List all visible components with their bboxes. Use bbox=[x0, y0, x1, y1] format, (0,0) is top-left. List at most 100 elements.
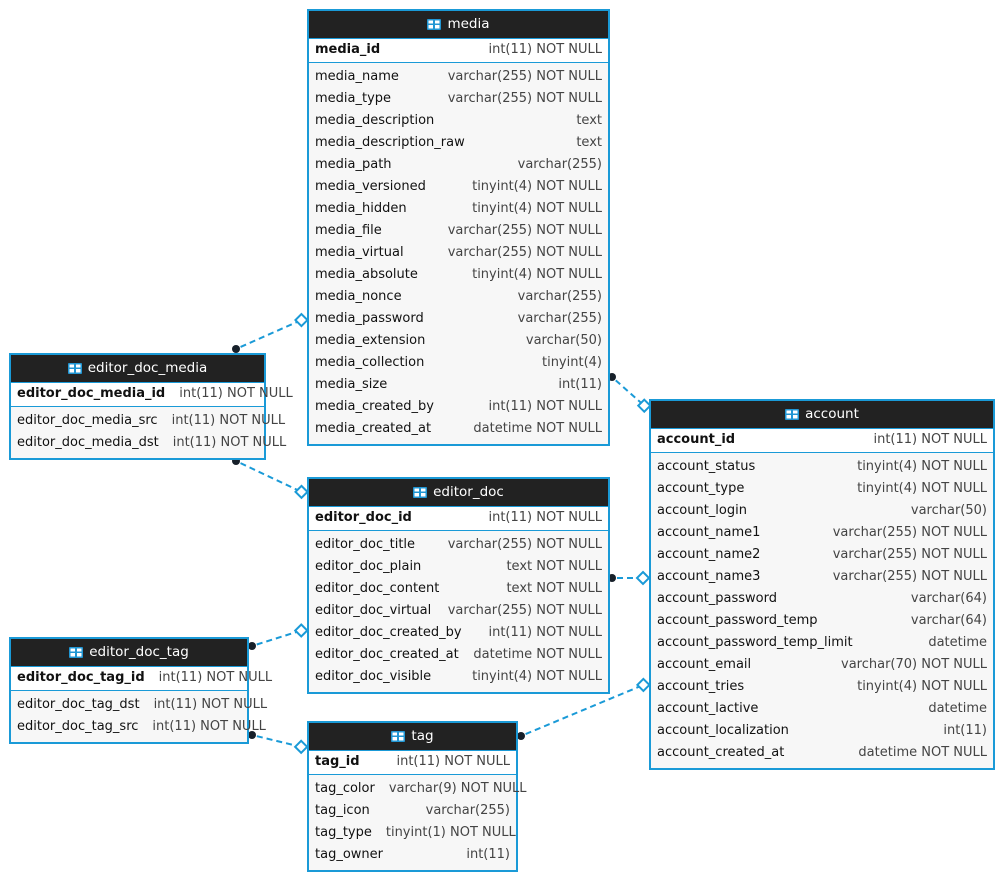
field-name: tag_owner bbox=[315, 847, 383, 862]
field-name: media_nonce bbox=[315, 289, 402, 304]
field-name: account_email bbox=[657, 657, 752, 672]
field-type: text NOT NULL bbox=[506, 581, 602, 596]
field-type: datetime NOT NULL bbox=[858, 745, 987, 760]
entity-title: tag bbox=[411, 728, 434, 744]
field-type: tinyint(4) NOT NULL bbox=[857, 679, 987, 694]
field-name: editor_doc_tag_src bbox=[17, 719, 139, 734]
field-name: account_password bbox=[657, 591, 778, 606]
pk-type: int(11) NOT NULL bbox=[488, 42, 602, 57]
relationship-line bbox=[240, 462, 299, 492]
field-name: media_file bbox=[315, 223, 382, 238]
pk-type: int(11) NOT NULL bbox=[396, 754, 510, 769]
field-type: int(11) NOT NULL bbox=[172, 435, 287, 450]
table-icon bbox=[391, 730, 406, 742]
table-icon bbox=[785, 408, 800, 420]
field-type: tinyint(4) NOT NULL bbox=[472, 669, 602, 684]
relationship-endpoint-diamond bbox=[635, 570, 651, 586]
relationship-endpoint-diamond bbox=[293, 623, 309, 638]
primary-key-row: account_id int(11) NOT NULL bbox=[651, 428, 993, 453]
field-name: editor_doc_title bbox=[315, 537, 416, 552]
field-type: varchar(255) NOT NULL bbox=[447, 537, 602, 552]
field-type: int(11) bbox=[943, 723, 987, 738]
pk-type: int(11) NOT NULL bbox=[158, 670, 273, 685]
field-type: text bbox=[576, 113, 602, 128]
field-name: account_name3 bbox=[657, 569, 761, 584]
field-name: editor_doc_created_at bbox=[315, 647, 459, 662]
field-type: datetime bbox=[928, 701, 987, 716]
field-name: editor_doc_media_src bbox=[17, 413, 158, 428]
relationship-endpoint-dot bbox=[517, 732, 525, 740]
pk-type: int(11) NOT NULL bbox=[873, 432, 987, 447]
entity-editor-doc-tag[interactable]: editor_doc_tag editor_doc_tag_id int(11)… bbox=[9, 637, 272, 744]
field-row: media_password varchar(255) bbox=[309, 308, 608, 330]
relationship-endpoint-dot bbox=[248, 642, 256, 650]
field-type: int(11) NOT NULL bbox=[488, 399, 602, 414]
field-name: account_status bbox=[657, 459, 756, 474]
field-type: varchar(50) bbox=[910, 503, 987, 518]
table-icon bbox=[69, 646, 84, 658]
field-name: editor_doc_virtual bbox=[315, 603, 432, 618]
field-name: media_password bbox=[315, 311, 424, 326]
pk-name: account_id bbox=[657, 432, 736, 447]
field-type: int(11) NOT NULL bbox=[153, 697, 268, 712]
entity-editor-doc-media[interactable]: editor_doc_media editor_doc_media_id int… bbox=[9, 353, 293, 460]
field-type: varchar(255) NOT NULL bbox=[447, 69, 602, 84]
entity-header-editor-doc: editor_doc bbox=[309, 479, 608, 506]
field-name: account_name2 bbox=[657, 547, 761, 562]
entity-account[interactable]: account account_id int(11) NOT NULL acco… bbox=[649, 399, 995, 770]
field-type: varchar(255) NOT NULL bbox=[832, 525, 987, 540]
entity-media[interactable]: media media_id int(11) NOT NULL media_na… bbox=[307, 9, 610, 446]
pk-type: int(11) NOT NULL bbox=[488, 510, 602, 525]
relationship-line bbox=[256, 630, 298, 646]
entity-header-account: account bbox=[651, 401, 993, 428]
field-type: int(11) NOT NULL bbox=[152, 719, 266, 734]
pk-name: editor_doc_id bbox=[315, 510, 412, 525]
entity-editor-doc[interactable]: editor_doc editor_doc_id int(11) NOT NUL… bbox=[307, 477, 610, 694]
entity-title: media bbox=[447, 16, 490, 32]
pk-name: editor_doc_tag_id bbox=[17, 670, 145, 685]
field-row: editor_doc_title varchar(255) NOT NULL bbox=[309, 534, 608, 556]
pk-name: media_id bbox=[315, 42, 381, 57]
field-type: tinyint(4) NOT NULL bbox=[857, 481, 987, 496]
field-name: account_lactive bbox=[657, 701, 759, 716]
relationship-line bbox=[615, 379, 642, 404]
field-type: text bbox=[576, 135, 602, 150]
field-name: editor_doc_created_by bbox=[315, 625, 462, 640]
primary-key-row: tag_id int(11) NOT NULL bbox=[309, 750, 516, 775]
field-name: account_password_temp bbox=[657, 613, 818, 628]
field-name: media_size bbox=[315, 377, 388, 392]
field-type: varchar(255) NOT NULL bbox=[447, 91, 602, 106]
field-row: account_tries tinyint(4) NOT NULL bbox=[651, 676, 993, 698]
field-name: account_tries bbox=[657, 679, 745, 694]
field-name: editor_doc_tag_dst bbox=[17, 697, 140, 712]
field-type: varchar(255) bbox=[517, 311, 602, 326]
field-type: tinyint(4) NOT NULL bbox=[472, 267, 602, 282]
